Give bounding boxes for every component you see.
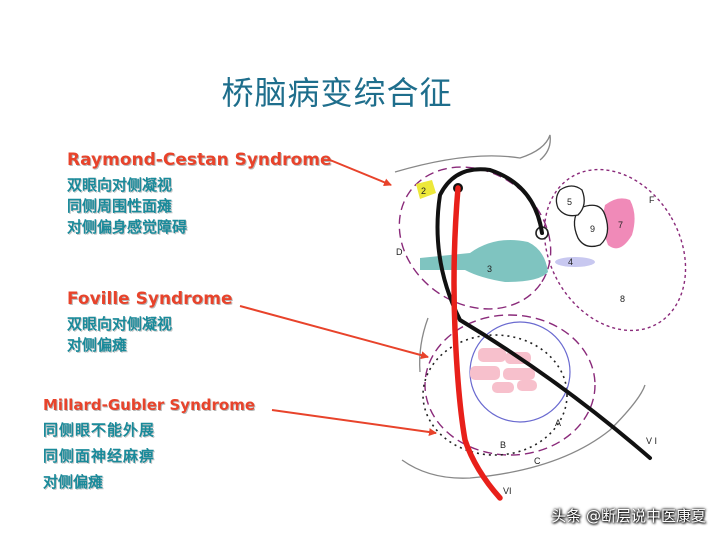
region-5-outline (555, 185, 585, 217)
syndrome-symptom: 对侧偏瘫 (43, 473, 104, 491)
basis-dashed-outline (424, 314, 596, 456)
label-VI-right: V I (646, 436, 657, 446)
arrow-millard-gubler (271, 409, 437, 436)
region-2-yellow (416, 180, 436, 199)
syndrome-symptom: 同侧周围性面瘫 (67, 197, 173, 215)
label-2: 2 (421, 186, 426, 196)
label-F: F (649, 195, 655, 205)
page-title: 桥脑病变综合征 (221, 74, 453, 112)
syndrome-symptom: 对侧偏瘫 (67, 336, 128, 354)
black-fiber-tract (435, 167, 652, 460)
watermark: 头条 @断层说中医康夏 (551, 507, 706, 525)
region-3-teal (420, 240, 548, 282)
label-4: 4 (568, 257, 573, 267)
label-B: B (500, 440, 506, 450)
region-4-lavender (555, 257, 595, 267)
region-7-pink (603, 198, 635, 249)
label-VI-bottom: VI (503, 486, 512, 496)
cerebellar-dashed-outline (543, 168, 687, 332)
raymond-cestan-syndrome-name: Raymond-Cestan Syndrome (67, 150, 332, 170)
syndrome-symptom: 双眼向对侧凝视 (67, 176, 173, 194)
pons-outline-left (419, 317, 429, 373)
region-9-outline (573, 204, 609, 248)
label-D: D (396, 247, 403, 257)
red-nerve-tract (451, 185, 503, 501)
syndrome-symptom: 同侧面神经麻痹 (43, 447, 156, 465)
basis-dotted-outline (422, 334, 568, 456)
label-3: 3 (487, 264, 492, 274)
label-C: C (534, 456, 541, 466)
syndrome-symptom: 同侧眼不能外展 (43, 421, 156, 439)
pons-outline-bottom (401, 384, 646, 479)
pontine-nuclei-pink (470, 348, 537, 393)
label-8: 8 (620, 294, 625, 304)
label-A: A (555, 418, 561, 428)
millard-gubler-syndrome-name: Millard-Gubler Syndrome (43, 396, 255, 414)
pons-outline-top (394, 134, 551, 173)
syndrome-symptom: 对侧偏身感觉障碍 (67, 218, 188, 236)
label-5: 5 (567, 197, 572, 207)
syndrome-symptom: 双眼向对侧凝视 (67, 315, 173, 333)
foville-syndrome-name: Foville Syndrome (67, 289, 233, 309)
arrow-raymond-cestan (329, 159, 392, 187)
label-9: 9 (590, 224, 595, 234)
arrow-foville (239, 305, 429, 360)
label-7: 7 (618, 220, 623, 230)
